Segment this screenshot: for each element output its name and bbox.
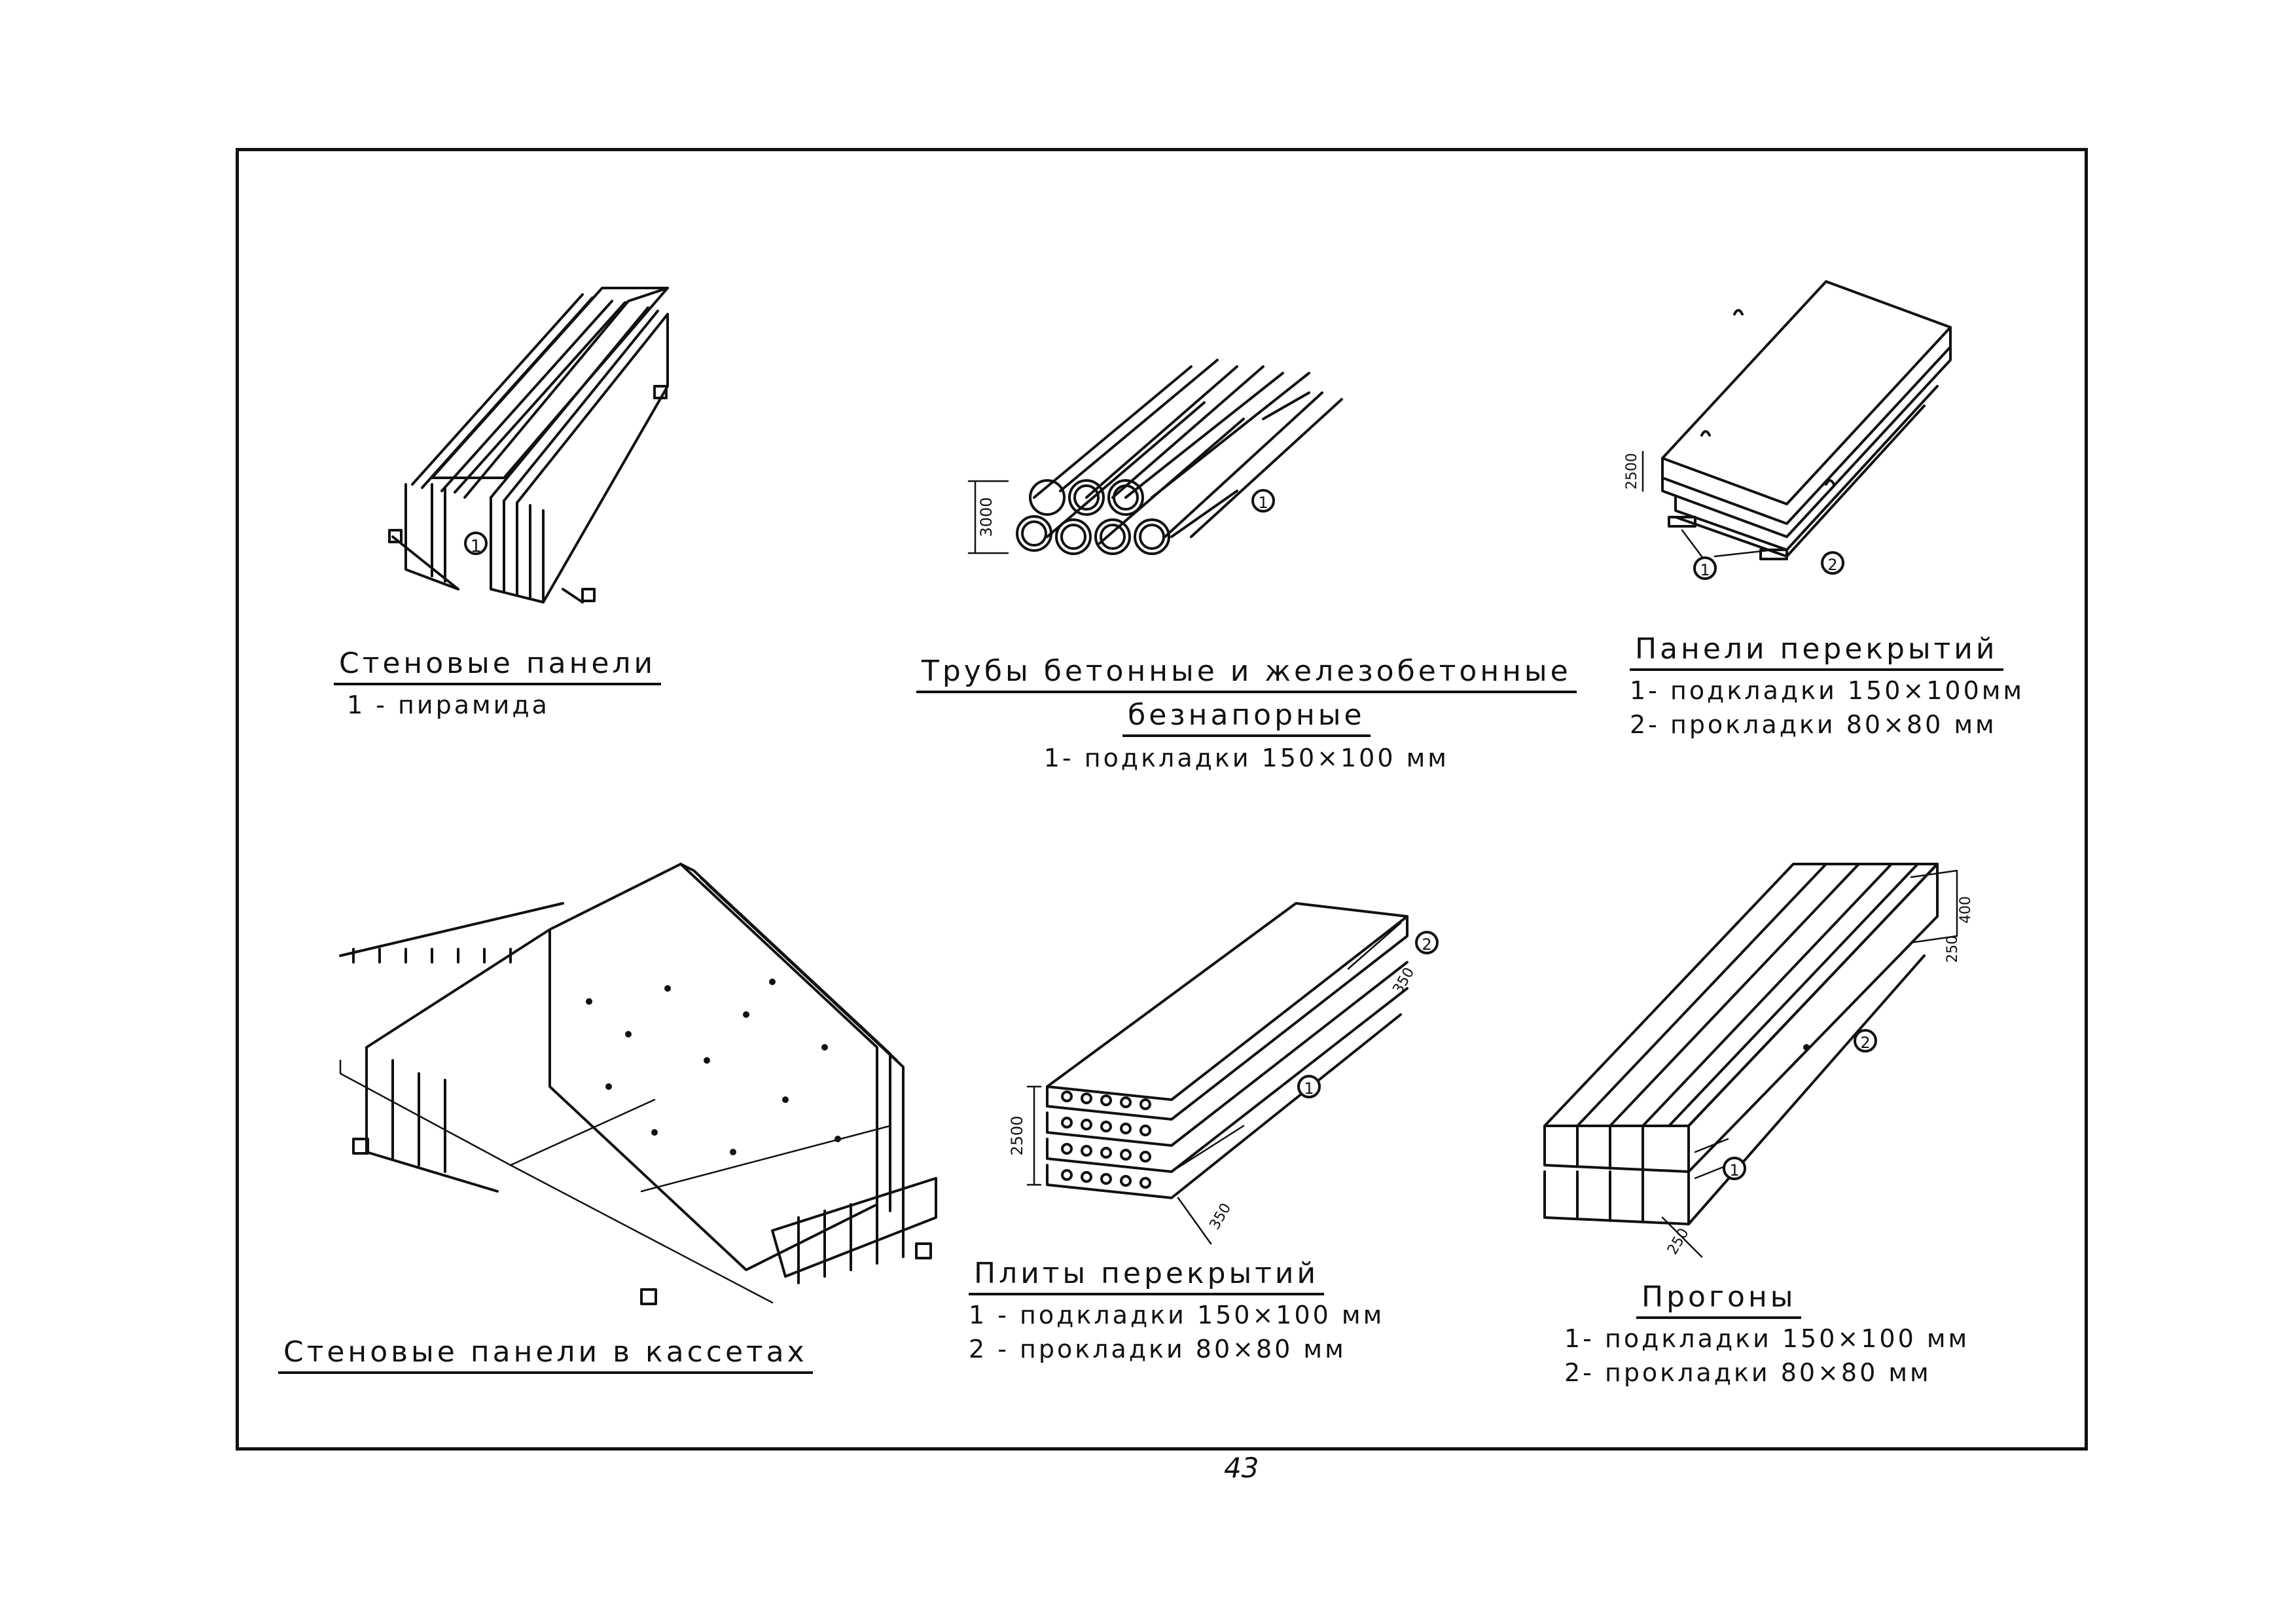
dim-350: 350 <box>1207 1200 1235 1233</box>
caption-title: Плиты перекрытий <box>969 1257 1325 1295</box>
caption-title: Стеновые панели <box>334 647 662 685</box>
page-frame <box>236 148 2088 1451</box>
dim-2500: 2500 <box>1008 1115 1026 1155</box>
dim-3000: 3000 <box>977 497 996 537</box>
marker-1: 1 <box>1258 494 1268 512</box>
caption-purlins: Прогоны 1- подкладки 150×100 мм 2- прокл… <box>1564 1280 1969 1387</box>
wall-panels-pyramid-drawing: 1 <box>388 287 669 604</box>
caption-title: Трубы бетонные и железобетонные <box>916 655 1577 693</box>
caption-pipes: Трубы бетонные и железобетонные безнапор… <box>916 655 1577 772</box>
caption-floor-panels: Панели перекрытий 1- подкладки 150×100мм… <box>1630 632 2024 739</box>
caption-note: 1 - пирамида <box>347 691 550 719</box>
caption-title: Панели перекрытий <box>1630 632 2003 671</box>
dim-250: 250 <box>1945 935 1961 963</box>
caption-note: 1- подкладки 150×100 мм <box>1564 1324 1970 1353</box>
caption-note: 2 - прокладки 80×80 мм <box>969 1335 1346 1363</box>
marker-2: 2 <box>1422 935 1431 954</box>
floor-panels-drawing: 1 2 2500 <box>1624 280 1952 580</box>
concrete-pipes-drawing: 3000 1 <box>967 359 1343 555</box>
caption-note: 2- прокладки 80×80 мм <box>1630 710 1997 739</box>
marker-1: 1 <box>1700 561 1710 579</box>
caption-note: 1 - подкладки 150×100 мм <box>969 1301 1385 1329</box>
dim-400: 400 <box>1958 896 1974 924</box>
caption-title-line2: безнапорные <box>1122 698 1371 737</box>
marker-1: 1 <box>471 537 482 556</box>
floor-slabs-drawing: 2500 1 2 350 350 <box>1008 902 1439 1245</box>
caption-note: 1- подкладки 150×100 мм <box>1043 744 1449 772</box>
caption-wall-panels: Стеновые панели 1 - пирамида <box>334 647 662 719</box>
marker-2: 2 <box>1827 556 1837 574</box>
caption-title: Стеновые панели в кассетах <box>278 1335 813 1374</box>
purlins-drawing: 1 2 400 250 250 <box>1543 863 1974 1258</box>
cassette-wall-panels-drawing <box>339 863 937 1305</box>
caption-cassette-panels: Стеновые панели в кассетах <box>278 1335 813 1374</box>
caption-note: 1- подкладки 150×100мм <box>1630 676 2025 705</box>
page-number: 43 <box>1224 1452 1259 1484</box>
caption-title: Прогоны <box>1636 1280 1802 1319</box>
dim-250: 250 <box>1664 1225 1693 1257</box>
marker-1: 1 <box>1304 1079 1314 1098</box>
marker-1: 1 <box>1729 1161 1739 1180</box>
caption-floor-slabs: Плиты перекрытий 1 - подкладки 150×100 м… <box>969 1257 1384 1363</box>
caption-note: 2- прокладки 80×80 мм <box>1564 1358 1931 1387</box>
dim-350: 350 <box>1390 965 1418 997</box>
marker-2: 2 <box>1860 1034 1870 1052</box>
dim-2500: 2500 <box>1624 453 1640 490</box>
